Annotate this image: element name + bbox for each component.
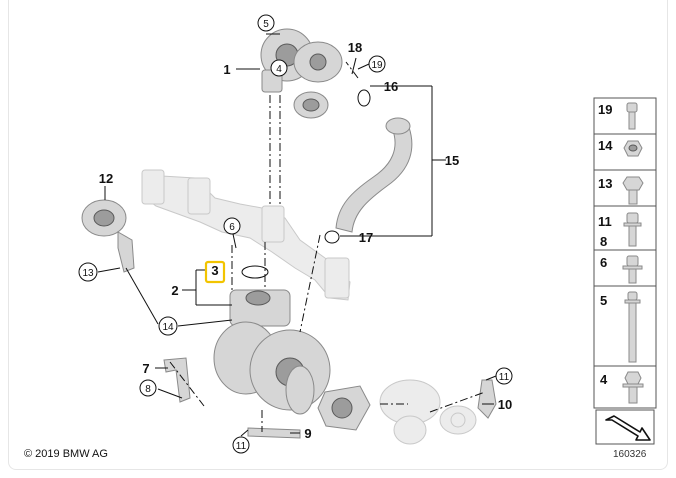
arrow-icon [605, 415, 651, 441]
callout-9: 9 [304, 426, 311, 441]
circled-callout-11-right: 11 [495, 367, 513, 385]
highlight-box [204, 260, 226, 284]
callout-2: 2 [171, 283, 178, 298]
copyright-text: © 2019 BMW AG [24, 448, 108, 460]
bolt-icon [626, 102, 638, 130]
callout-11-right: 11 [499, 372, 510, 383]
gaskets [241, 89, 371, 279]
legend-label-19: 19 [598, 102, 612, 117]
circled-callout-6: 6 [223, 217, 241, 235]
legend-row-11-8: 11 8 [598, 212, 642, 249]
legend-label-4: 4 [600, 372, 608, 387]
callout-10: 10 [498, 397, 512, 412]
charge-pipe [335, 117, 413, 233]
callout-11-lower: 11 [236, 441, 247, 452]
callout-12: 12 [99, 171, 113, 186]
callout-18: 18 [348, 40, 362, 55]
flange-bolt-icon [622, 371, 644, 404]
callout-6: 6 [229, 222, 235, 233]
legend-label-5: 5 [600, 293, 607, 308]
callout-14: 14 [162, 322, 174, 333]
bracket-7 [163, 357, 191, 403]
ghost-downstream-part [379, 379, 477, 445]
bracket-9 [247, 427, 301, 439]
circled-callout-5: 5 [257, 14, 275, 32]
legend-label-8: 8 [600, 234, 607, 249]
view-direction-box [595, 409, 655, 445]
circled-callout-13: 13 [78, 262, 98, 282]
wastegate-actuator [81, 199, 159, 325]
callout-13: 13 [82, 268, 94, 279]
diagram-frame [8, 0, 668, 470]
exhaust-manifold-ghost [141, 169, 351, 301]
callout-16: 16 [384, 79, 398, 94]
circled-callout-14: 14 [158, 316, 178, 336]
main-turbocharger [213, 289, 331, 415]
circled-callout-19: 19 [368, 55, 386, 73]
flange-bolt-icon [622, 255, 643, 284]
legend-label-11: 11 [598, 214, 612, 229]
legend-row-19: 19 [598, 102, 638, 130]
callout-5: 5 [263, 19, 269, 30]
legend-row-13: 13 [598, 176, 644, 205]
legend-label-13: 13 [598, 176, 612, 191]
callout-17: 17 [359, 230, 373, 245]
legend-label-6: 6 [600, 255, 607, 270]
leader-lines [97, 33, 497, 437]
legend-row-5: 5 [600, 291, 641, 363]
hex-nut-icon [623, 140, 643, 157]
callout-1: 1 [223, 62, 230, 77]
collar-bolt-icon [623, 212, 642, 247]
legend-row-14: 14 [598, 138, 643, 157]
callout-15: 15 [445, 153, 459, 168]
circled-callout-11-lower: 11 [232, 436, 250, 454]
outlet-flange [317, 385, 371, 431]
callout-4: 4 [276, 64, 282, 75]
circled-callout-4: 4 [270, 59, 288, 77]
callout-7: 7 [142, 361, 149, 376]
legend-row-4: 4 [600, 371, 644, 404]
callout-19: 19 [371, 60, 383, 71]
callout-8: 8 [145, 384, 151, 395]
legend-row-6: 6 [600, 255, 643, 284]
assembly-lines [169, 61, 486, 432]
stud-bolt-icon [624, 291, 641, 363]
legend-label-14: 14 [598, 138, 613, 153]
fastener-legend: 19 14 13 11 8 [593, 97, 657, 409]
circled-callout-8: 8 [139, 379, 157, 397]
hex-bolt-icon [622, 176, 644, 205]
diagram-number: 160326 [613, 449, 647, 460]
bracket-10 [477, 379, 497, 419]
callout-3: 3 [211, 263, 218, 278]
